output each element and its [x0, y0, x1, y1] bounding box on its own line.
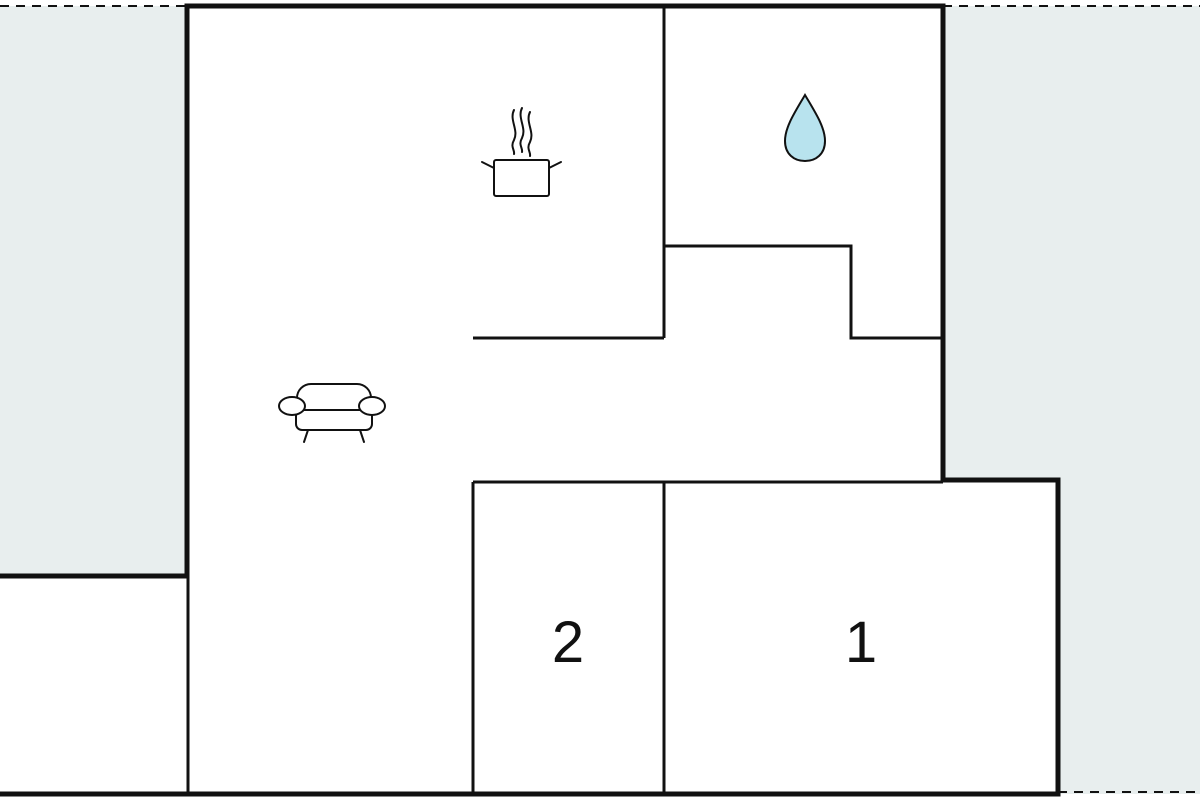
main-outer-wall	[0, 3, 1061, 797]
exterior-left	[0, 6, 187, 576]
wall-bath-step	[664, 244, 943, 340]
water-drop-icon	[783, 93, 827, 163]
property-boundary	[0, 5, 1200, 793]
exterior-right-lower	[1058, 480, 1200, 794]
sofa-icon	[278, 383, 386, 443]
room-number-2: 2	[552, 610, 584, 675]
exterior-right	[943, 6, 1200, 480]
outer-walls	[0, 3, 1061, 797]
interior-walls	[186, 6, 943, 792]
room-number-1: 1	[845, 610, 877, 675]
cooking-pot-icon	[481, 107, 562, 197]
exterior-areas	[0, 6, 1200, 794]
